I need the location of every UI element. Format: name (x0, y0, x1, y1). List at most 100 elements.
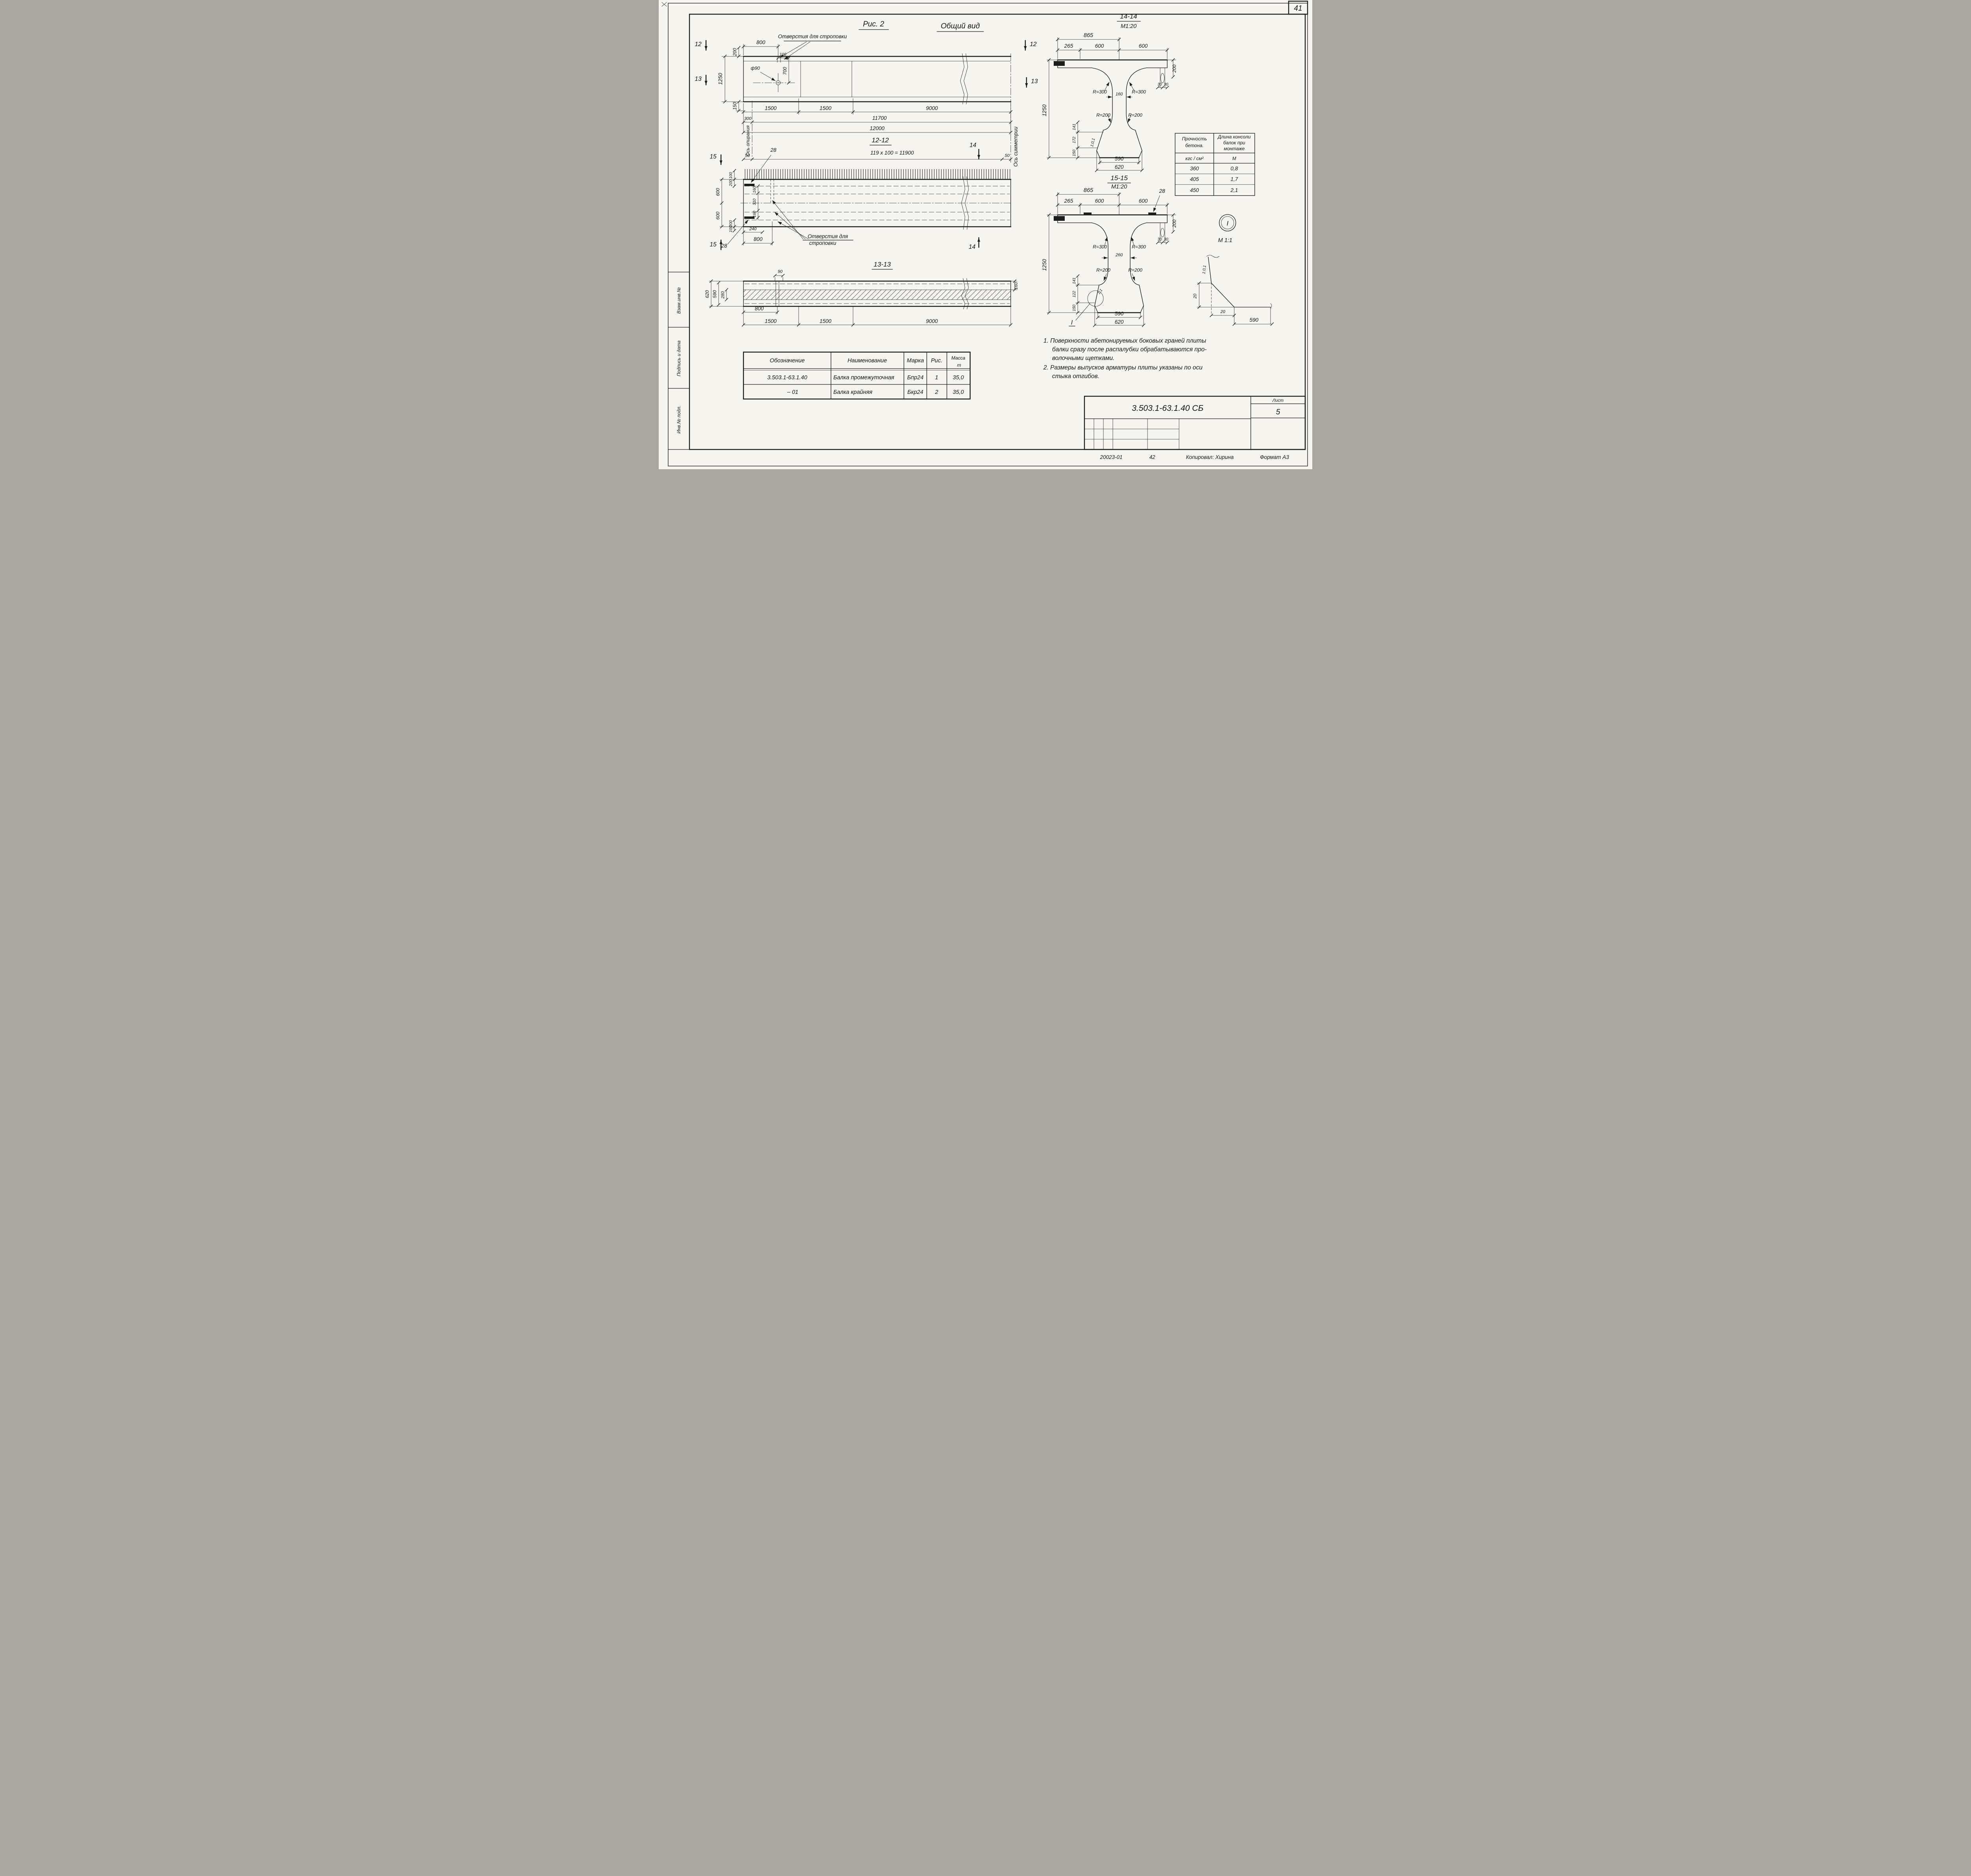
section-title-14-14: 14-14 (1120, 13, 1137, 20)
radius-200: R=200 (1128, 267, 1142, 273)
stamp-vzam-inv: Взам.инв.№ (676, 287, 682, 314)
dim-1500: 1500 (820, 105, 832, 111)
dim-1500: 1500 (765, 105, 777, 111)
dim-200: 200 (732, 48, 738, 56)
radius-300: R=300 (1132, 244, 1146, 250)
dim-800: 800 (754, 236, 763, 242)
stamp-podpis-data: Подпись и дата (676, 340, 682, 376)
tbeam-outline (1057, 59, 1168, 159)
dim-600: 600 (1139, 198, 1148, 204)
table-cell: 450 (1190, 187, 1199, 193)
cell-naimen: Балка крайняя (833, 389, 872, 395)
col-header-obozn: Обозначение (770, 358, 805, 364)
dim-150: 150 (1072, 304, 1077, 311)
section-num-14: 14 (969, 142, 976, 149)
dim-200: 200 (1172, 220, 1177, 228)
top-plate (1148, 213, 1156, 215)
top-plate (1084, 213, 1092, 215)
doc-code: 3.503.1-63.1.40 СБ (1132, 404, 1203, 413)
dim-9000: 9000 (926, 105, 938, 111)
grid-formula: 119 х 100 = 11900 (870, 150, 914, 156)
cell-obozn: – 01 (787, 389, 798, 395)
detail-scale: М 1:1 (1218, 237, 1232, 244)
detail-circle (1087, 290, 1104, 307)
col2-units: М (1232, 156, 1236, 161)
footer-page-no: 42 (1149, 454, 1155, 460)
col2-header-line2: балок при (1223, 140, 1245, 145)
dim-20: 20 (1220, 310, 1226, 314)
footer-format: Формат А3 (1260, 454, 1289, 460)
note-line: 2. Размеры выпусков арматуры плиты указа… (1043, 364, 1203, 371)
dim-11700: 11700 (872, 115, 887, 121)
figure-title: Рис. 2 (863, 20, 884, 28)
dim-300: 300 (744, 116, 752, 121)
dim-30: 30 (1164, 82, 1168, 87)
dim-620: 620 (1115, 319, 1124, 325)
break-mark (961, 176, 969, 230)
strop-hole-hidden (770, 179, 774, 203)
dim-1250: 1250 (1041, 104, 1047, 116)
col-header-naimen: Наименование (848, 358, 887, 364)
table-cell: 360 (1190, 166, 1199, 172)
radius-200: R=200 (1128, 112, 1142, 118)
col1-header-line2: бетона. (1185, 143, 1203, 148)
table-cell: 1,7 (1231, 176, 1238, 182)
dim-240: 240 (749, 227, 757, 231)
strength-table: Прочность бетона. Длина консоли балок пр… (1175, 133, 1255, 196)
axis-bearing-label: Ось опирания (745, 125, 751, 156)
embed-plate (1054, 61, 1065, 66)
cell-marka: Бкр24 (907, 389, 923, 395)
dim-200: 200 (729, 220, 733, 227)
note-line: балки сразу после распалубки обрабатываю… (1052, 346, 1207, 353)
dim-160: 160 (753, 186, 757, 193)
dim-1500: 1500 (765, 318, 777, 324)
dim-141: 141 (1072, 278, 1077, 284)
radius-300: R=300 (1093, 89, 1107, 95)
dim-1500: 1500 (820, 318, 832, 324)
loop (1161, 228, 1164, 237)
section-num-15: 15 (710, 153, 717, 160)
dim-160: 160 (1014, 282, 1019, 289)
dim-865: 865 (1084, 187, 1094, 194)
scale-label: М1:20 (1121, 23, 1136, 30)
dim-265: 265 (1064, 43, 1073, 49)
break-mark (961, 278, 969, 310)
axis-symmetry-label: Ось симметрии (1013, 127, 1019, 167)
note-line: волочными щетками. (1052, 355, 1114, 362)
dim-20: 20 (1193, 293, 1198, 299)
radius-300: R=300 (1093, 244, 1107, 250)
beam-bottom-outline (743, 280, 1012, 307)
stamp-inv-podl: Инв.№ подл. (676, 405, 682, 433)
section-num-12: 12 (1030, 41, 1037, 48)
dim-265: 265 (1064, 198, 1073, 204)
parts-table: Обозначение Наименование Марка Рис. Масс… (743, 351, 971, 400)
dim-30: 30 (1157, 82, 1162, 87)
col2-header-line1: Длина консоли (1217, 134, 1251, 140)
col-header-marka: Марка (907, 358, 924, 364)
dim-600: 600 (1095, 198, 1104, 204)
embed-plate (744, 184, 754, 186)
dim-200: 200 (729, 179, 733, 186)
sheet-corner-number: 41 (1294, 4, 1302, 13)
dim-600: 600 (1139, 43, 1148, 49)
col2-header-line3: монтаже (1224, 146, 1245, 151)
radius-200: R=200 (1096, 112, 1110, 118)
dim-310: 310 (753, 198, 757, 205)
sheet-frame: 41 Взам.инв.№ Подпись и дата Инв.№ подл. (661, 0, 1308, 466)
note-line: 1. Поверхности абетонируемых боковых гра… (1043, 338, 1206, 344)
dim-150: 150 (732, 102, 738, 110)
slope-label: 1:1 (1097, 288, 1103, 295)
beam-outline (743, 56, 1012, 103)
dim-150: 150 (1072, 149, 1077, 156)
tbeam-outline (1057, 214, 1168, 313)
beam-side-outline (743, 179, 1012, 228)
dim-260: 260 (1115, 253, 1123, 257)
footer-order-no: 20023-01 (1099, 454, 1122, 460)
detail-mark: I (1227, 220, 1229, 227)
dim-90: 90 (778, 269, 783, 274)
section-14-14: 14-14 М1:20 865 265 600 600 200 30 30 12… (1041, 13, 1177, 172)
dim-800: 800 (756, 39, 766, 45)
notes: 1. Поверхности абетонируемых боковых гра… (1043, 338, 1207, 380)
footer-copied-by: Копировал: Хирина (1186, 454, 1234, 460)
section-title-15-15: 15-15 (1110, 174, 1128, 182)
